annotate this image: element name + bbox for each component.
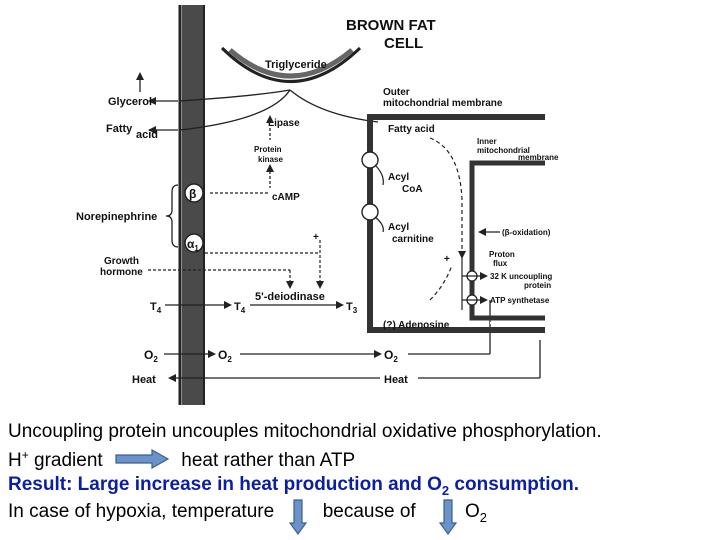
beta-receptor-label: β — [189, 187, 196, 201]
caption-line-2: H+ gradient heat rather than ATP — [8, 444, 712, 472]
acyl-coa-label-2: CoA — [402, 184, 423, 195]
h-plus-text: H — [8, 450, 22, 471]
lipase-label: Lipase — [268, 118, 300, 129]
acyl-carnitine-label-1: Acyl — [388, 222, 409, 233]
result-text-a: Result: Large increase in heat productio… — [8, 474, 442, 495]
caption-result-line: Result: Large increase in heat productio… — [8, 473, 712, 502]
title-line-2: CELL — [384, 35, 423, 52]
inner-membrane-label-3: membrane — [518, 153, 559, 162]
acyl-coa-label-1: Acyl — [388, 172, 409, 183]
inner-membrane-label-1: Inner — [477, 137, 497, 146]
uncoupling-protein-label-1: 32 K uncoupling — [490, 272, 552, 281]
t4-mid-label: T4 — [234, 301, 246, 315]
alpha1-receptor-label: α1 — [187, 237, 199, 253]
o2-right-label: O2 — [384, 348, 398, 364]
down-arrow-icon-temperature — [289, 499, 308, 535]
fatty-acid-right-label: Fatty acid — [388, 124, 435, 135]
protein-kinase-label-1: Protein — [254, 145, 282, 154]
fatty-acid-left-label-2: acid — [136, 129, 158, 141]
title-line-1: BROWN FAT — [346, 17, 436, 34]
t4-left-label: T4 — [150, 301, 162, 315]
glycerol-arc — [179, 89, 291, 102]
carrier-2 — [361, 203, 379, 221]
outer-membrane-label-2: mitochondrial membrane — [383, 98, 503, 109]
outer-mitochondrial-membrane — [367, 114, 545, 333]
proton-flux-label-1: Proton — [489, 250, 515, 259]
caption-line-1-text: Uncoupling protein uncouples mitochondri… — [8, 421, 602, 442]
beta-receptor — [184, 183, 204, 203]
o2-mid-label: O2 — [218, 348, 232, 364]
down-arrow-icon-o2 — [438, 499, 457, 535]
protein-kinase-label-2: kinase — [258, 155, 283, 164]
camp-label: cAMP — [272, 192, 300, 203]
o2-subscript: 2 — [479, 510, 487, 525]
because-of-text: because of — [322, 501, 416, 522]
acyl-carnitine-label-2: carnitine — [392, 234, 434, 245]
beta-oxidation-label: (β-oxidation) — [502, 228, 551, 237]
caption-line-1: Uncoupling protein uncouples mitochondri… — [8, 420, 712, 443]
plasma-membrane — [182, 5, 204, 405]
triglyceride-label: Triglyceride — [265, 59, 327, 71]
caption-line-4: In case of hypoxia, temperature because … — [8, 499, 712, 535]
o2-left-label: O2 — [144, 348, 158, 364]
heat-rather-text: heat rather than ATP — [181, 450, 356, 471]
triglyceride-droplet — [220, 46, 362, 83]
growth-hormone-label-1: Growth — [104, 256, 139, 267]
inner-mitochondrial-membrane — [469, 160, 545, 321]
norepinephrine-brace — [165, 184, 179, 248]
growth-hormone-label-2: hormone — [100, 267, 143, 278]
h-plus-superscript: + — [21, 448, 29, 462]
right-arrow-icon — [115, 449, 170, 469]
gradient-text: gradient — [28, 450, 103, 471]
deiodinase-label: 5'-deiodinase — [255, 291, 325, 303]
plus-label-1: + — [313, 232, 319, 243]
inner-membrane-label-2: mitochondrial — [477, 146, 530, 155]
adenosine-label: (?) Adenosine — [383, 320, 450, 331]
t3-label: T3 — [346, 301, 358, 315]
carrier-1 — [361, 151, 379, 169]
heat-right-label: Heat — [384, 374, 408, 386]
fatty-acid-left-label-1: Fatty — [106, 123, 133, 135]
o2-text: O — [464, 501, 480, 522]
result-o2-subscript: 2 — [441, 483, 450, 498]
hypoxia-text: In case of hypoxia, temperature — [8, 501, 275, 522]
norepinephrine-label: Norepinephrine — [76, 211, 157, 223]
alpha1-receptor — [184, 233, 204, 253]
atp-synthetase-label: ATP synthetase — [490, 296, 550, 305]
plus-label-2: + — [444, 254, 450, 265]
glycerol-label: Glycerol — [108, 96, 152, 108]
outer-membrane-label-1: Outer — [383, 87, 410, 98]
proton-flux-label-2: flux — [493, 259, 508, 268]
heat-left-label: Heat — [132, 374, 156, 386]
result-text-b: consumption. — [449, 474, 579, 495]
uncoupling-protein-label-2: protein — [524, 281, 551, 290]
brown-fat-cell-diagram: Triglyceride Glycerol Fatty acid Lipase … — [76, 5, 559, 405]
